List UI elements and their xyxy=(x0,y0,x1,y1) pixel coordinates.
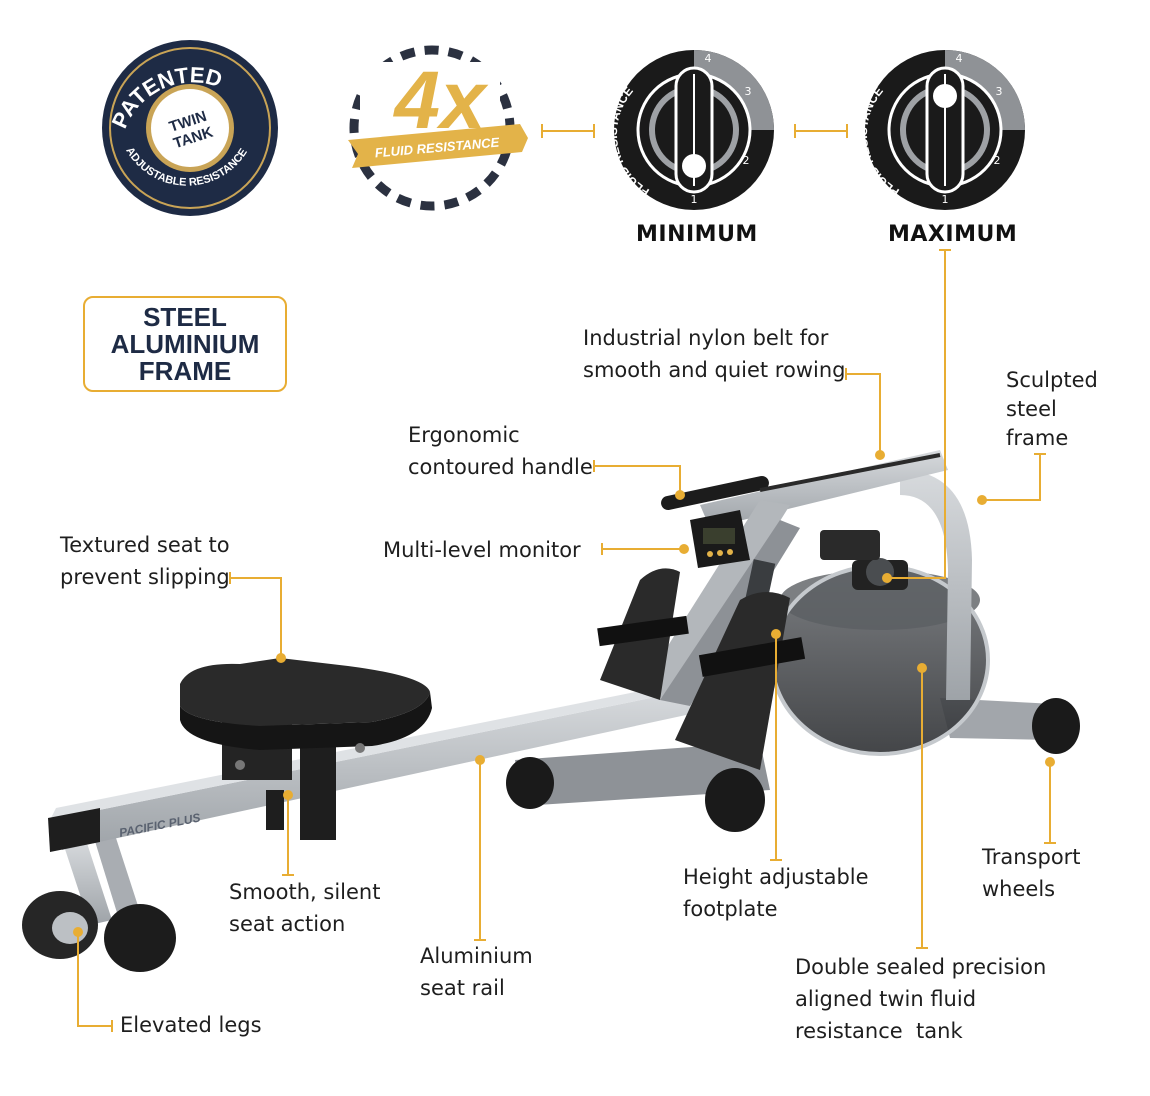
handle xyxy=(661,453,941,510)
seat xyxy=(180,658,432,840)
dial-max-num-2: 2 xyxy=(994,154,1001,167)
elevated-legs xyxy=(22,838,176,972)
seat-rail: PACIFIC PLUS xyxy=(48,680,700,852)
patented-badge: PATENTED ADJUSTABLE RESISTANCE TWIN TANK xyxy=(102,40,278,216)
dial-max-num-3: 3 xyxy=(996,85,1003,98)
dial-min-num-3: 3 xyxy=(745,85,752,98)
dial-min-num-1: 1 xyxy=(691,193,698,206)
callout-rail: Aluminium seat rail xyxy=(420,944,533,1000)
callout-tank: Double sealed precision aligned twin flu… xyxy=(795,955,1047,1043)
callout-seat: Textured seat to prevent slipping xyxy=(60,533,230,589)
callout-seat-action: Smooth, silent seat action xyxy=(229,880,381,936)
steel-frame xyxy=(640,450,972,706)
callout-lines xyxy=(77,249,1056,1032)
dial-connectors xyxy=(541,124,848,138)
frame-box-line1: STEEL xyxy=(143,301,227,332)
rowing-machine: PACIFIC PLUS xyxy=(22,450,1080,972)
front-base xyxy=(506,698,1080,832)
callout-legs: Elevated legs xyxy=(120,1013,262,1037)
frame-box-line3: FRAME xyxy=(138,355,232,386)
callout-wheels: Transport wheels xyxy=(982,845,1081,901)
dial-min-num-2: 2 xyxy=(743,154,750,167)
dial-max-num-1: 1 xyxy=(942,193,949,206)
callout-footplate: Height adjustable footplate xyxy=(683,865,869,921)
steel-aluminium-frame-box: STEEL ALUMINIUM FRAME xyxy=(83,296,287,392)
maximum-dial: FLUID RESISTANCE 1 2 3 4 xyxy=(856,50,1025,210)
frame-box-line2: ALUMINIUM xyxy=(110,328,260,359)
dial-min-num-4: 4 xyxy=(705,52,712,65)
monitor xyxy=(690,510,750,568)
minimum-dial: FLUID RESISTANCE 1 2 3 4 xyxy=(606,50,774,210)
callout-monitor: Multi-level monitor xyxy=(383,538,581,562)
fluid-resistance-badge: 4x FLUID RESISTANCE xyxy=(348,45,528,211)
dial-max-num-4: 4 xyxy=(956,52,963,65)
maximum-caption: MAXIMUM xyxy=(888,222,1018,247)
callout-dots xyxy=(73,450,1055,937)
callout-sculpted-frame: Sculpted steel frame xyxy=(1006,368,1098,450)
footplates xyxy=(597,568,806,770)
callout-handle: Ergonomic contoured handle xyxy=(408,423,593,479)
callout-belt: Industrial nylon belt for smooth and qui… xyxy=(583,326,846,382)
minimum-caption: MINIMUM xyxy=(636,222,758,247)
